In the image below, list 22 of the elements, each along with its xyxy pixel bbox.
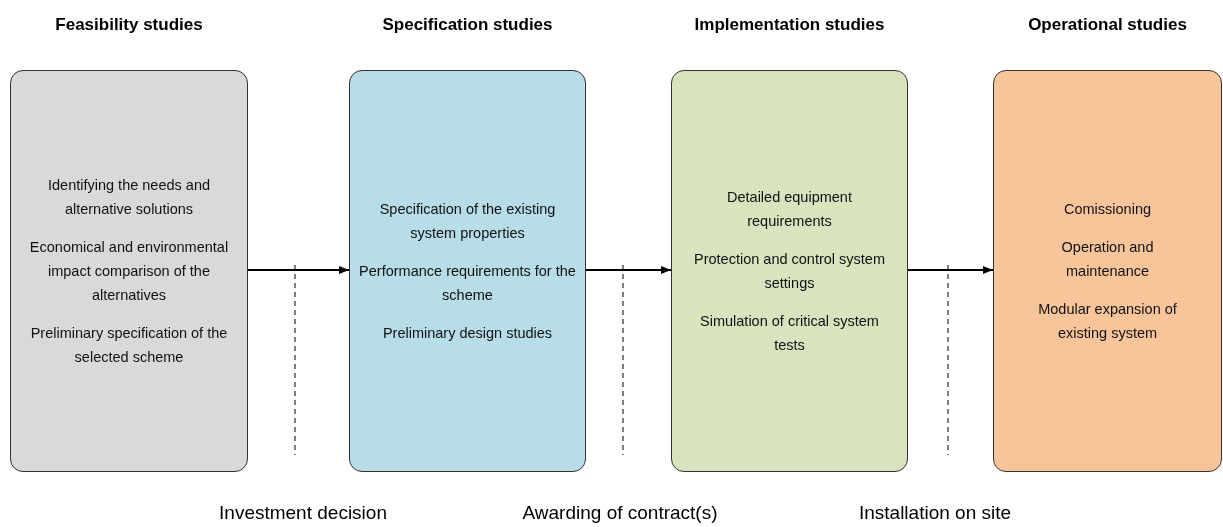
milestone-label: Installation on site: [858, 502, 1012, 524]
activity-text: Preliminary design studies: [382, 324, 553, 343]
activity-text: Comissioning: [1063, 200, 1151, 219]
milestone-label: Awarding of contract(s): [522, 502, 718, 524]
arrow: [907, 266, 994, 274]
activity-text: Performance requirements for the scheme: [358, 262, 577, 305]
activity-text: Protection and control system settings: [694, 250, 885, 293]
milestone-label: Investment decision: [219, 502, 387, 524]
stage-heading: Feasibility studies: [55, 15, 203, 35]
arrow: [585, 266, 672, 274]
stage-heading: Specification studies: [382, 15, 553, 35]
activity-text: Specification of the existing system properties: [378, 200, 557, 243]
activity-text: Identifying the needs and alternative solutions: [46, 176, 211, 219]
stage-heading: Operational studies: [1028, 15, 1187, 35]
activity-text: Detailed equipment requirements: [726, 188, 853, 231]
arrow: [247, 266, 350, 274]
activity-text: Modular expansion of existing system: [1037, 300, 1178, 343]
activity-text: Simulation of critical system tests: [699, 312, 880, 355]
activity-text: Operation and maintenance: [1060, 238, 1155, 281]
activity-text: Preliminary specification of the selected scheme: [29, 324, 229, 367]
activity-text: Economical and environmental impact comparison of the alternatives: [29, 238, 229, 305]
stage-heading: Implementation studies: [694, 15, 885, 35]
